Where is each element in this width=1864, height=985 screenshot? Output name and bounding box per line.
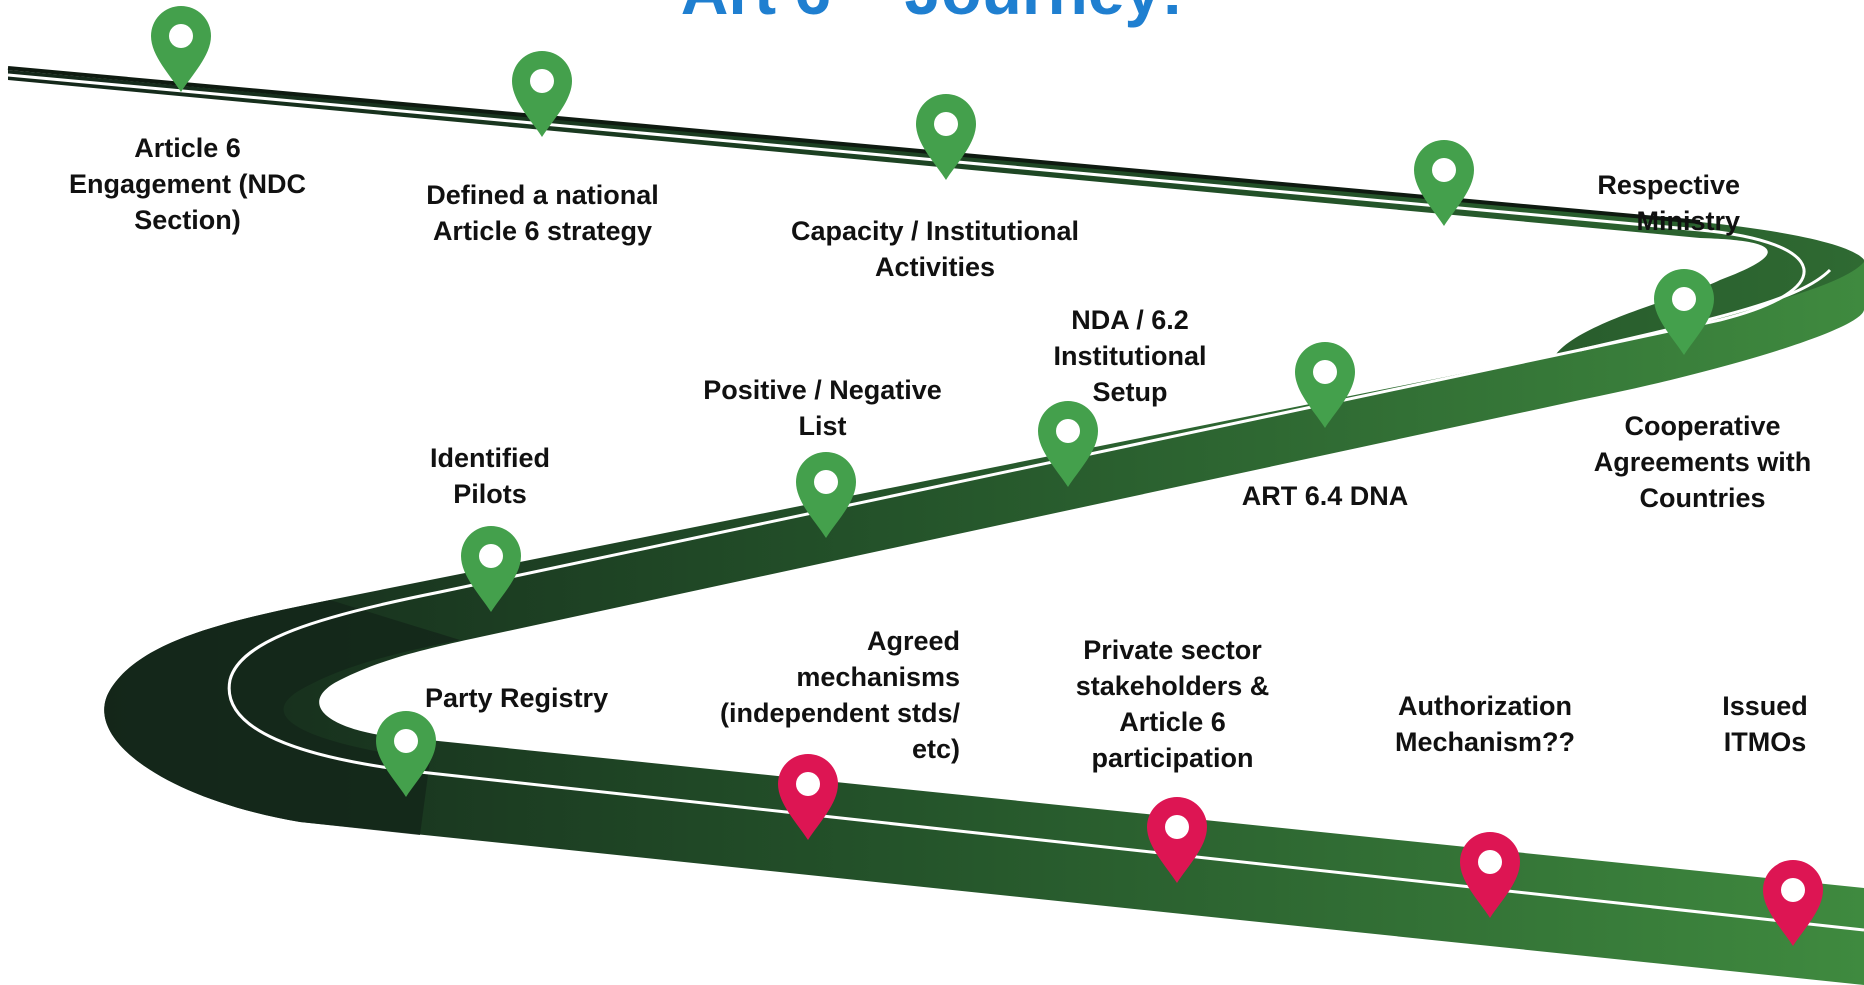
road-centerline	[227, 268, 1864, 932]
milestone-label: Capacity / Institutional Activities	[790, 216, 1080, 282]
road-top-edge	[7, 66, 1701, 224]
milestone-label: Respective Ministry	[1597, 170, 1740, 236]
milestone-label: Identified Pilots	[430, 443, 550, 509]
milestone-label: Article 6 Engagement (NDC Section)	[68, 133, 306, 235]
milestone-label: NDA / 6.2 Institutional Setup	[1053, 305, 1207, 407]
map-pin-icon	[1295, 342, 1355, 428]
map-pin-icon	[151, 6, 211, 92]
map-pin-icon	[1038, 401, 1098, 487]
map-pin-icon	[1147, 797, 1207, 883]
map-pin-icon	[1414, 140, 1474, 226]
map-pin-icon	[1654, 269, 1714, 355]
map-pin-icon	[1460, 832, 1520, 918]
milestone-label: Private sector stakeholders & Article 6 …	[1075, 635, 1270, 773]
map-pin-icon	[376, 711, 436, 797]
milestone-label: ART 6.4 DNA	[1241, 481, 1409, 511]
road-diagonal-band	[104, 262, 1864, 985]
map-pin-icon	[778, 754, 838, 840]
milestone-label: Issued ITMOs	[1722, 691, 1808, 757]
milestone-label: Cooperative Agreements with Countries	[1593, 411, 1812, 513]
map-pin-icon	[796, 452, 856, 538]
map-pin-icon	[460, 525, 521, 612]
milestone-label: Positive / Negative List	[703, 375, 942, 441]
milestone-label: Authorization Mechanism??	[1394, 691, 1576, 757]
map-pin-icon	[916, 94, 976, 180]
road-top-centerline	[7, 73, 1806, 352]
page-title: Art 6 – Journey:	[0, 0, 1864, 24]
map-pin-icon	[512, 51, 572, 137]
map-pin-icon	[1763, 860, 1823, 946]
milestone-label: Agreed mechanisms (independent stds/ etc…	[719, 626, 960, 764]
road-curve-shadow	[104, 600, 461, 835]
milestone-label: Defined a national Article 6 strategy	[426, 180, 659, 246]
milestone-label: Party Registry	[425, 683, 609, 713]
